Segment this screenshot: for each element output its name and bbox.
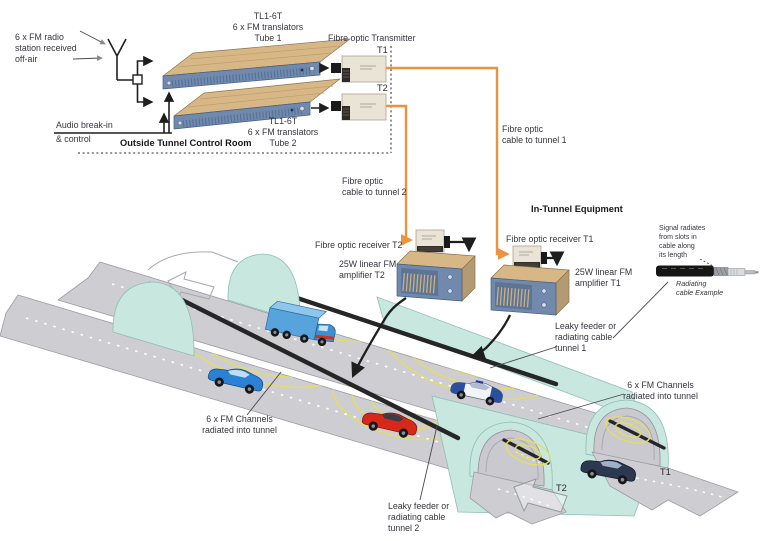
label-fibre-cable-1: Fibre optic cable to tunnel 1 [502,124,567,145]
direction-arrow-sketch [513,478,568,513]
label-leaky-feeder-1: Leaky feeder or radiating cable tunnel 1 [555,321,617,353]
tunnel2-portal [469,421,553,493]
label-receiver-t1: Fibre optic receiver T1 [506,234,594,244]
translator-unit-1 [162,38,351,90]
label-in-tunnel: In-Tunnel Equipment [531,204,623,214]
label-receiver-t2: Fibre optic receiver T2 [315,240,403,250]
label-amp-t1: 25W linear FM amplifier T1 [575,267,633,288]
label-amp-t2: 25W linear FM amplifier T2 [339,259,397,280]
label-t1-top: T1 [377,45,388,55]
label-audio-1: Audio break-in [56,120,113,130]
fibre-receiver-t2 [415,229,450,253]
label-fm-channels-left: 6 x FM Channels radiated into tunnel [202,414,277,435]
label-outside-room: Outside Tunnel Control Room [120,138,252,148]
label-radiating-example: Radiating cable Example [676,279,724,298]
antenna-icon [107,38,133,81]
label-translator1: TL1-6T 6 x FM translators Tube 1 [232,11,304,43]
leaky-feeder-tunnel2 [147,281,461,441]
label-audio-2: & control [56,134,91,144]
label-fibre-cable-2: Fibre optic cable to tunnel 2 [342,176,407,197]
control-room [54,30,392,154]
dark-sports-car [580,459,637,485]
label-signal-radiates: Signal radiates from slots in cable alon… [659,225,706,260]
tunnel1-portal [585,399,669,471]
fm-amplifier-t1 [490,264,570,316]
radiating-cable-example [656,258,759,277]
translator-unit-2 [173,78,341,130]
fm-amplifier-t2 [396,250,476,302]
lane-markings-tunnel2 [25,317,539,473]
splitter-box [132,74,143,85]
label-t1-tunnel: T1 [660,467,671,477]
label-fm-channels-right: 6 x FM Channels radiated into tunnel [623,380,698,401]
fibre-cable-to-tunnel1 [386,66,510,260]
label-translator2: TL1-6T 6 x FM translators Tube 2 [247,116,319,148]
fibre-links [386,66,510,260]
pointer-lines [246,281,669,501]
amp-t1-feed-cable [469,314,512,361]
tunnel2-shell-hump [112,281,195,357]
police-car [450,380,503,406]
tunnel2-apron [469,471,568,525]
truck [264,300,336,347]
fibre-transmitter-t1 [331,55,387,83]
label-t2-top: T2 [377,83,388,93]
fibre-cable-to-tunnel2 [386,104,413,246]
control-room-boundary [78,46,392,154]
red-car [361,412,418,438]
label-t2-tunnel: T2 [556,483,567,493]
audio-breakin-lines [54,91,175,134]
amp-t2-feed-cable [351,297,407,379]
fibre-transmitter-t2 [331,93,387,121]
fibre-receiver-t1 [512,245,547,269]
in-tunnel-equipment [351,229,570,379]
blue-car [207,368,264,394]
label-fm-radio: 6 x FM radio station received off-air [15,32,77,64]
label-fibre-transmitter: Fibre optic Transmitter [328,33,416,43]
label-leaky-feeder-2: Leaky feeder or radiating cable tunnel 2 [388,501,450,533]
